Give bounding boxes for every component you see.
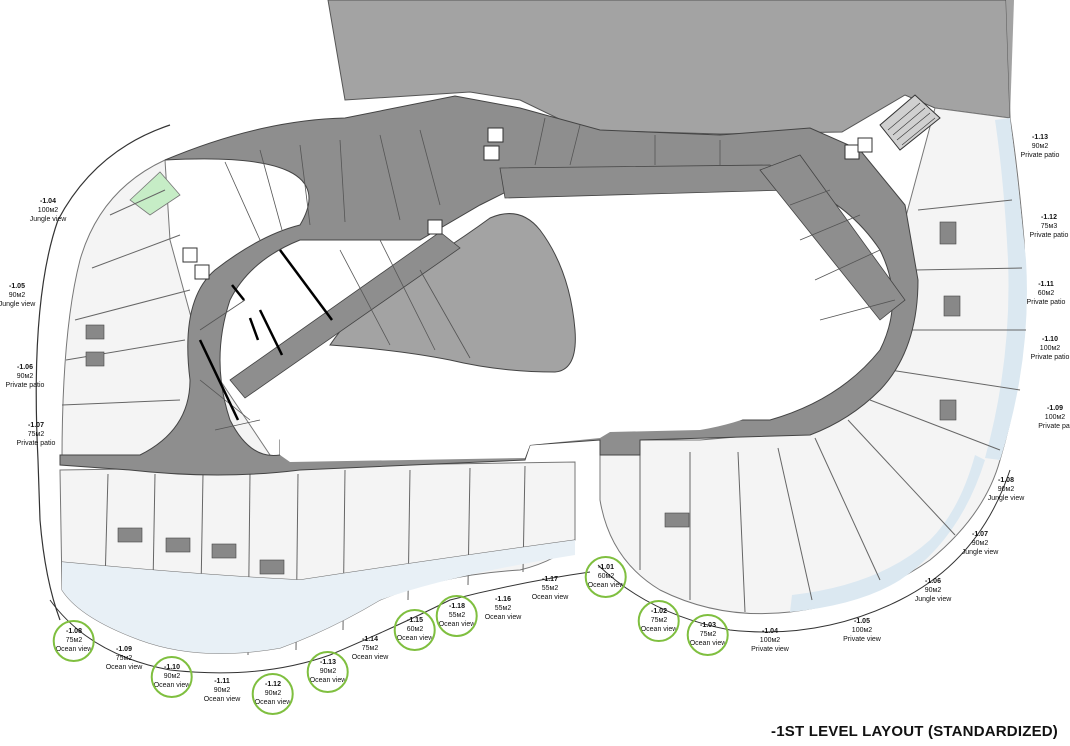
east-diagonal-corridor — [759, 154, 906, 321]
furniture — [85, 221, 961, 575]
core-room-walls — [199, 117, 896, 431]
east-patio-strip — [985, 118, 1027, 460]
stair-core-east — [879, 94, 941, 151]
outer-boundary-west — [35, 124, 171, 621]
feature-walls — [198, 249, 334, 421]
east-unit-walls — [639, 199, 1026, 613]
east-patio-band — [790, 455, 985, 612]
garden-patch — [129, 171, 181, 216]
west-unit-walls — [61, 189, 191, 406]
diagonal-corridor — [229, 231, 461, 399]
corner-block — [1006, 0, 1014, 118]
north-corridor — [499, 164, 791, 199]
stair-treads — [887, 102, 936, 146]
plan-title: -1ST LEVEL LAYOUT (STANDARDIZED) — [771, 723, 1058, 740]
east-units-ring — [599, 107, 1026, 615]
lift-shafts — [182, 127, 873, 280]
south-patio-band — [62, 540, 575, 654]
